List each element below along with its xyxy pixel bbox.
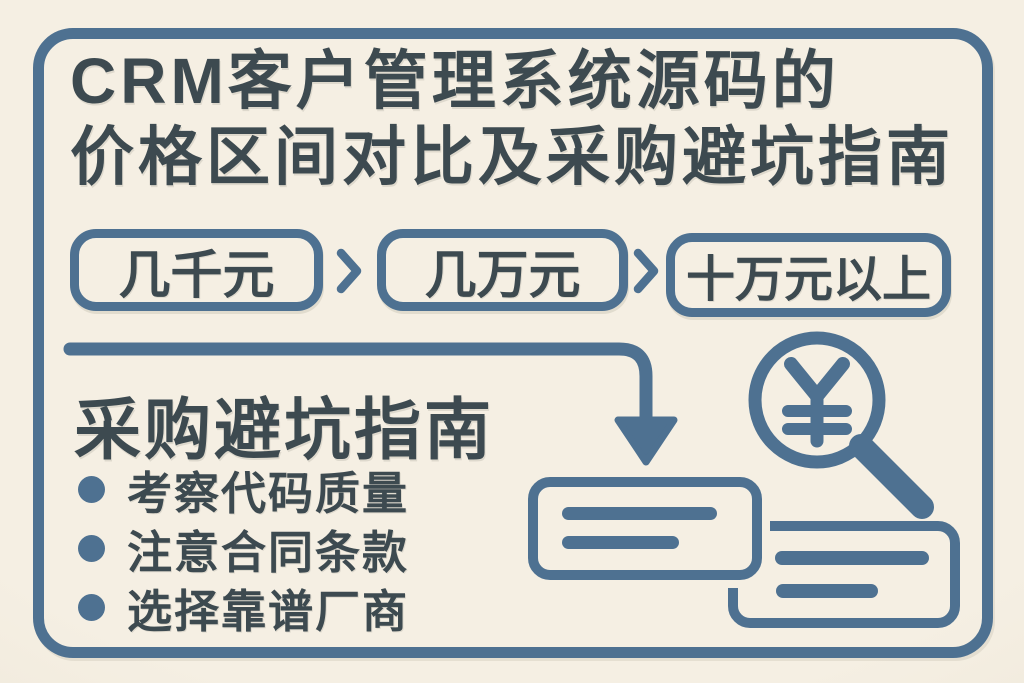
guide-bullet-label: 选择靠谱厂商: [127, 586, 410, 637]
flow-down-arrow-icon: [63, 342, 678, 466]
document-text-line: [775, 551, 929, 565]
guide-bullet-label: 考察代码质量: [127, 468, 410, 519]
document-card-front: [528, 477, 762, 580]
magnifier-yen-icon: [748, 331, 934, 519]
bullet-dot-icon: [78, 476, 105, 503]
chevron-right-icon: [633, 248, 659, 294]
guide-bullet-item: 选择靠谱厂商: [78, 578, 409, 637]
document-text-line: [776, 584, 878, 598]
guide-bullet-item: 注意合同条款: [78, 519, 409, 578]
document-text-line: [562, 507, 717, 520]
price-tier-box-thousands: 几千元: [70, 229, 323, 311]
page-title: CRM客户管理系统源码的 价格区间对比及采购避坑指南: [70, 44, 970, 195]
outer-frame: [33, 28, 993, 658]
price-tier-box-over-100k: 十万元以上: [666, 233, 951, 317]
title-line-2: 价格区间对比及采购避坑指南: [70, 120, 954, 193]
price-tier-label: 几千元: [118, 246, 275, 305]
document-text-line: [562, 536, 679, 549]
bullet-dot-icon: [78, 535, 105, 562]
bullet-dot-icon: [78, 594, 105, 621]
title-line-1: CRM客户管理系统源码的: [70, 45, 840, 117]
price-tier-label: 十万元以上: [685, 252, 931, 307]
guide-bullet-item: 考察代码质量: [78, 460, 409, 519]
yen-symbol: [782, 357, 852, 448]
price-tier-label: 几万元: [424, 246, 581, 305]
chevron-right-icon: [336, 248, 362, 294]
price-tier-box-tens-of-thousands: 几万元: [377, 229, 628, 311]
guide-heading: 采购避坑指南: [74, 393, 494, 468]
guide-bullet-list: 考察代码质量 注意合同条款 选择靠谱厂商: [78, 460, 409, 637]
guide-bullet-label: 注意合同条款: [127, 527, 410, 578]
